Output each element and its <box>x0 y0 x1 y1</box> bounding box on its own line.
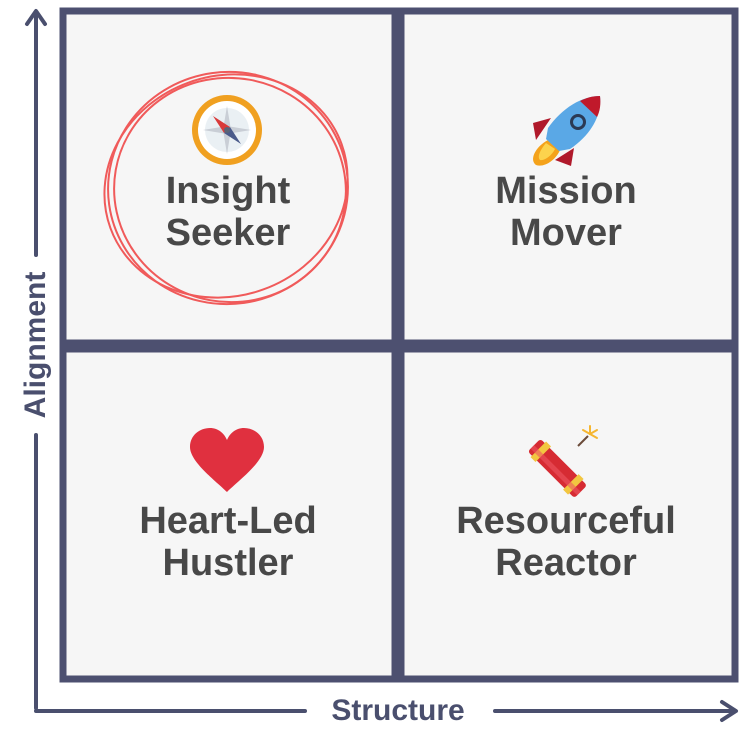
highlight-circle <box>103 70 349 306</box>
x-axis-label: Structure <box>331 694 465 727</box>
quadrant-top-left-bg <box>66 14 392 340</box>
y-axis-label: Alignment <box>19 271 52 419</box>
quadrant-top-left-label: Insight Seeker <box>78 170 378 254</box>
heart-icon <box>190 428 264 492</box>
quadrant-top-left-line1: Insight <box>165 170 291 212</box>
quadrant-bottom-right-line2: Reactor <box>495 542 637 584</box>
quadrant-bottom-right-line1: Resourceful <box>456 500 676 542</box>
compass-icon <box>192 95 262 165</box>
quadrant-bottom-left-bg <box>66 352 392 676</box>
x-axis-arrow <box>34 700 738 722</box>
quadrant-bottom-left-line1: Heart-Led <box>139 500 317 542</box>
rocket-icon <box>533 96 601 166</box>
quadrant-top-right-line2: Mover <box>510 212 622 254</box>
quadrant-bottom-left-line2: Hustler <box>162 542 294 584</box>
quadrant-bottom-right-label: Resourceful Reactor <box>416 500 716 584</box>
quadrant-top-right-label: Mission Mover <box>416 170 716 254</box>
quadrant-bottom-right-bg <box>404 352 732 676</box>
quadrant-top-right-bg <box>404 14 732 340</box>
quadrant-bottom-left-label: Heart-Led Hustler <box>78 500 378 584</box>
y-axis-arrow <box>25 9 47 710</box>
quadrant-top-left-line2: Seeker <box>165 212 291 254</box>
quadrant-top-right-line1: Mission <box>495 170 637 212</box>
dynamite-icon <box>528 425 598 497</box>
